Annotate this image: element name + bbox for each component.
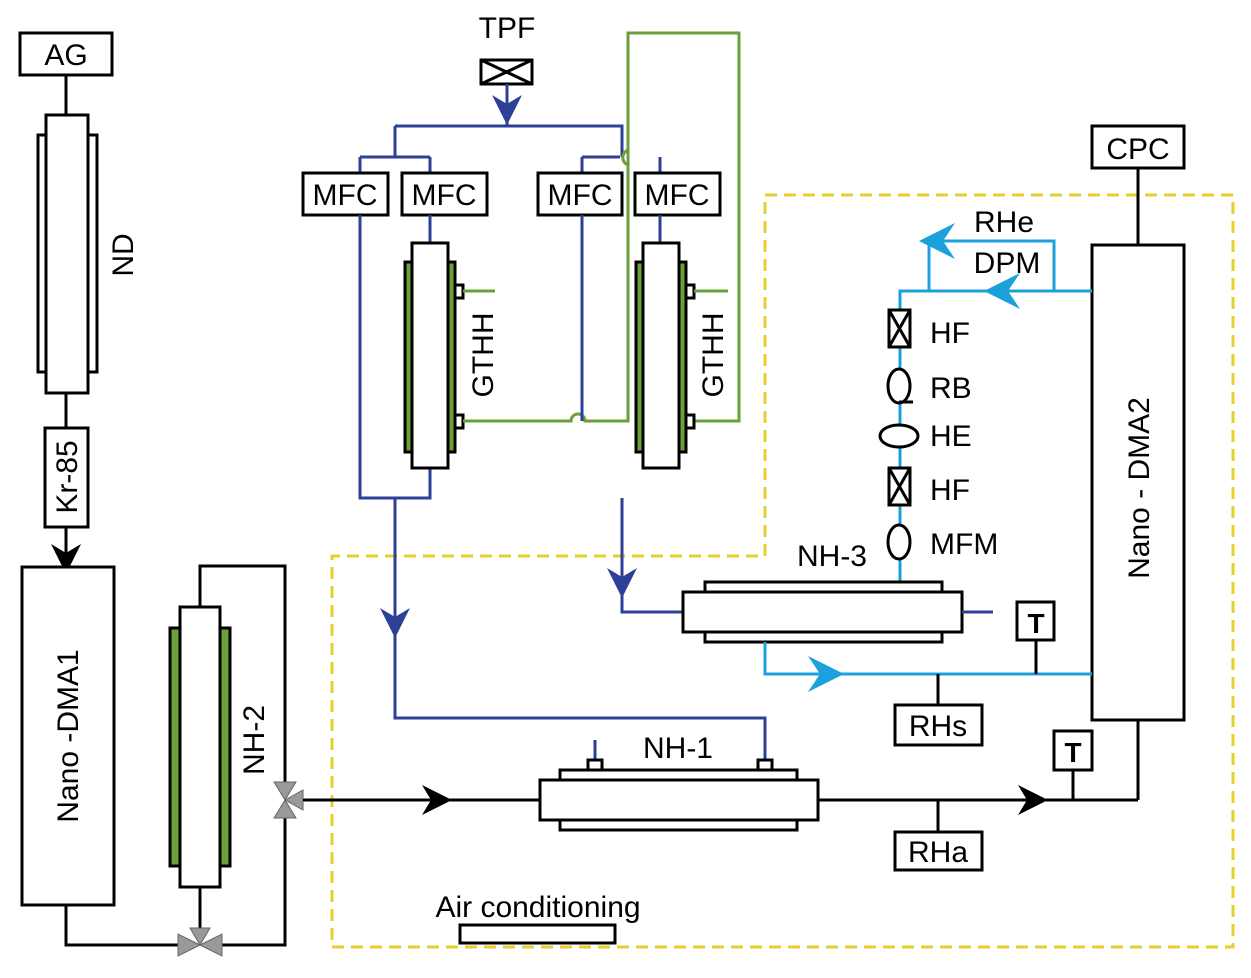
mfc-2: MFC (400, 171, 489, 217)
nd-label: ND (107, 233, 140, 276)
rb-label: RB (930, 372, 972, 405)
kr85-label: Kr-85 (51, 440, 84, 513)
three-way-valve-right (273, 781, 304, 819)
neutralizer-nd: ND (36, 113, 140, 395)
rha-sensor: RHa (893, 830, 984, 872)
cpc: CPC (1090, 124, 1186, 170)
dpm-label: DPM (974, 247, 1041, 280)
nano-dma1: Nano -DMA1 (20, 565, 116, 907)
nh2-label: NH-2 (238, 705, 271, 775)
nh2-humidifier: NH-2 (168, 605, 271, 889)
mfc-3: MFC (536, 171, 624, 217)
t1-label: T (1064, 737, 1081, 768)
he-label: HE (930, 420, 972, 453)
hf-filter-1 (887, 308, 912, 349)
tpf-label: TPF (479, 12, 536, 45)
he-icon (878, 423, 920, 449)
mfm-icon (886, 523, 912, 561)
three-way-valve-bottom (177, 927, 223, 957)
gthh-label: GTHH (697, 313, 730, 398)
rhe-label: RHe (974, 206, 1034, 239)
mfc-4: MFC (633, 171, 722, 217)
ag-label: AG (44, 39, 87, 72)
mfc-1: MFC (301, 171, 390, 217)
nano-dma2: Nano - DMA2 (1090, 243, 1186, 722)
cpc-label: CPC (1106, 133, 1169, 166)
air-conditioning-unit (458, 923, 617, 945)
gthh-label: GTHH (467, 313, 500, 398)
enclosure-boundary (330, 193, 1235, 949)
nh1-humidifier: NH-1 (538, 732, 820, 832)
rha-label: RHa (908, 836, 968, 869)
kr85-source: Kr-85 (43, 426, 90, 529)
gthh-right: GTHH (634, 241, 730, 470)
aerosol-generator: AG (18, 31, 114, 77)
hf1-label: HF (930, 317, 970, 350)
mfc-label: MFC (412, 179, 477, 212)
temperature-sensor-2: T (1015, 600, 1056, 642)
nh3-humidifier (681, 580, 964, 644)
hf-filter-2 (887, 466, 912, 507)
rhs-sensor: RHs (893, 703, 984, 747)
air-conditioning-label: Air conditioning (435, 891, 640, 924)
t2-label: T (1027, 608, 1044, 639)
mfc-label: MFC (313, 179, 378, 212)
mfc-label: MFC (548, 179, 613, 212)
nano-dma1-label: Nano -DMA1 (52, 649, 85, 822)
rb-icon (886, 367, 913, 405)
rhs-label: RHs (909, 710, 967, 743)
nano-dma2-label: Nano - DMA2 (1123, 397, 1156, 579)
temperature-sensor-1: T (1052, 729, 1094, 772)
tpf-filter (479, 58, 534, 86)
mfm-label: MFM (930, 528, 998, 561)
mfc-label: MFC (645, 179, 710, 212)
gthh-left: GTHH (403, 241, 500, 470)
nh1-label: NH-1 (643, 732, 713, 765)
hf2-label: HF (930, 474, 970, 507)
nh3-label: NH-3 (797, 540, 867, 573)
